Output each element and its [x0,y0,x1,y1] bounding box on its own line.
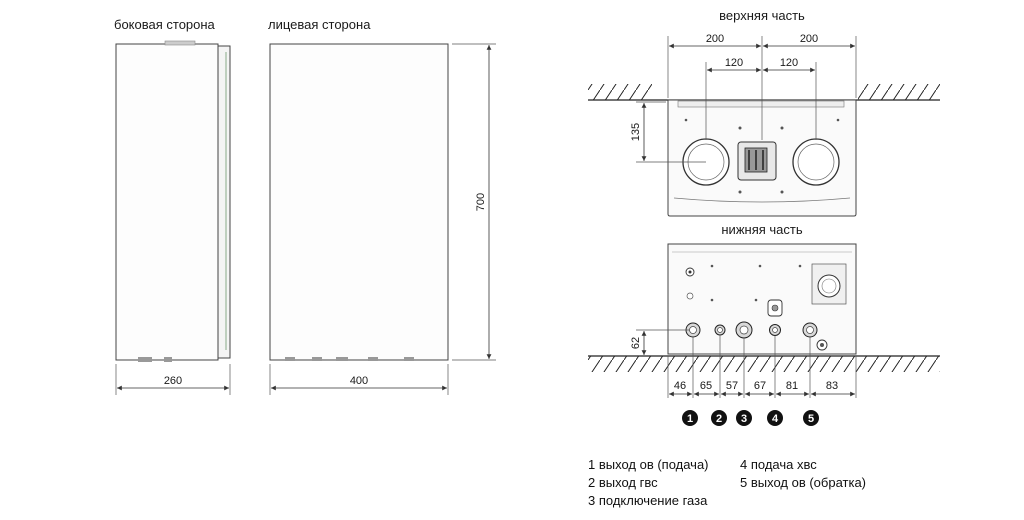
side-view: боковая сторона 260 [114,17,231,395]
legend-right: 4 подача хвс 5 выход ов (обратка) [740,456,866,492]
spacing-label-6: 83 [826,380,838,392]
legend-item-4: 4 подача хвс [740,457,817,472]
front-view: лицевая сторона 400 700 [268,17,496,395]
front-view-caption: лицевая сторона [268,17,371,32]
top-dim-outer-right: 200 [800,33,818,45]
side-view-caption: боковая сторона [114,17,216,32]
top-dim-inner-left: 120 [725,57,743,69]
spacing-label-5: 81 [786,380,798,392]
bottom-view: нижняя часть 62 [588,222,940,426]
front-body [269,43,449,361]
callout-4: 4 [767,410,783,426]
legend-item-5: 5 выход ов (обратка) [740,475,867,490]
top-view-caption: верхняя часть [719,8,805,23]
side-front-panel [217,45,231,359]
top-right-pipe [792,138,840,186]
legend-item-3: 3 подключение газа [588,493,708,508]
bottom-dim-height: 62 [630,337,642,349]
legend-item-2: 2 выход гвс [588,475,658,490]
callout-2: 2 [711,410,727,426]
legend-item-1: 1 выход ов (подача) [588,457,709,472]
top-dim-inner-right: 120 [780,57,798,69]
callout-3: 3 [736,410,752,426]
callout-number: 3 [741,413,747,425]
spacing-label-4: 67 [754,380,766,392]
spacing-label-3: 57 [726,380,738,392]
callout-5: 5 [803,410,819,426]
callout-number: 1 [687,413,693,425]
bottom-view-caption: нижняя часть [721,222,802,237]
callout-number: 5 [808,413,814,425]
callout-number: 4 [772,413,779,425]
top-dim-height: 135 [630,123,642,141]
spacing-label-2: 65 [700,380,712,392]
legend-left: 1 выход ов (подача) 2 выход гвс 3 подклю… [588,456,709,510]
front-height-label: 700 [475,193,487,211]
callout-number: 2 [716,413,722,425]
bottom-wall-hatch [588,356,940,372]
callout-1: 1 [682,410,698,426]
spacing-label-1: 46 [674,380,686,392]
top-dim-outer-left: 200 [706,33,724,45]
top-view: верхняя часть 200 200 120 [588,8,940,217]
front-width-label: 400 [350,375,368,387]
side-width-label: 260 [164,375,182,387]
side-body [115,43,219,361]
